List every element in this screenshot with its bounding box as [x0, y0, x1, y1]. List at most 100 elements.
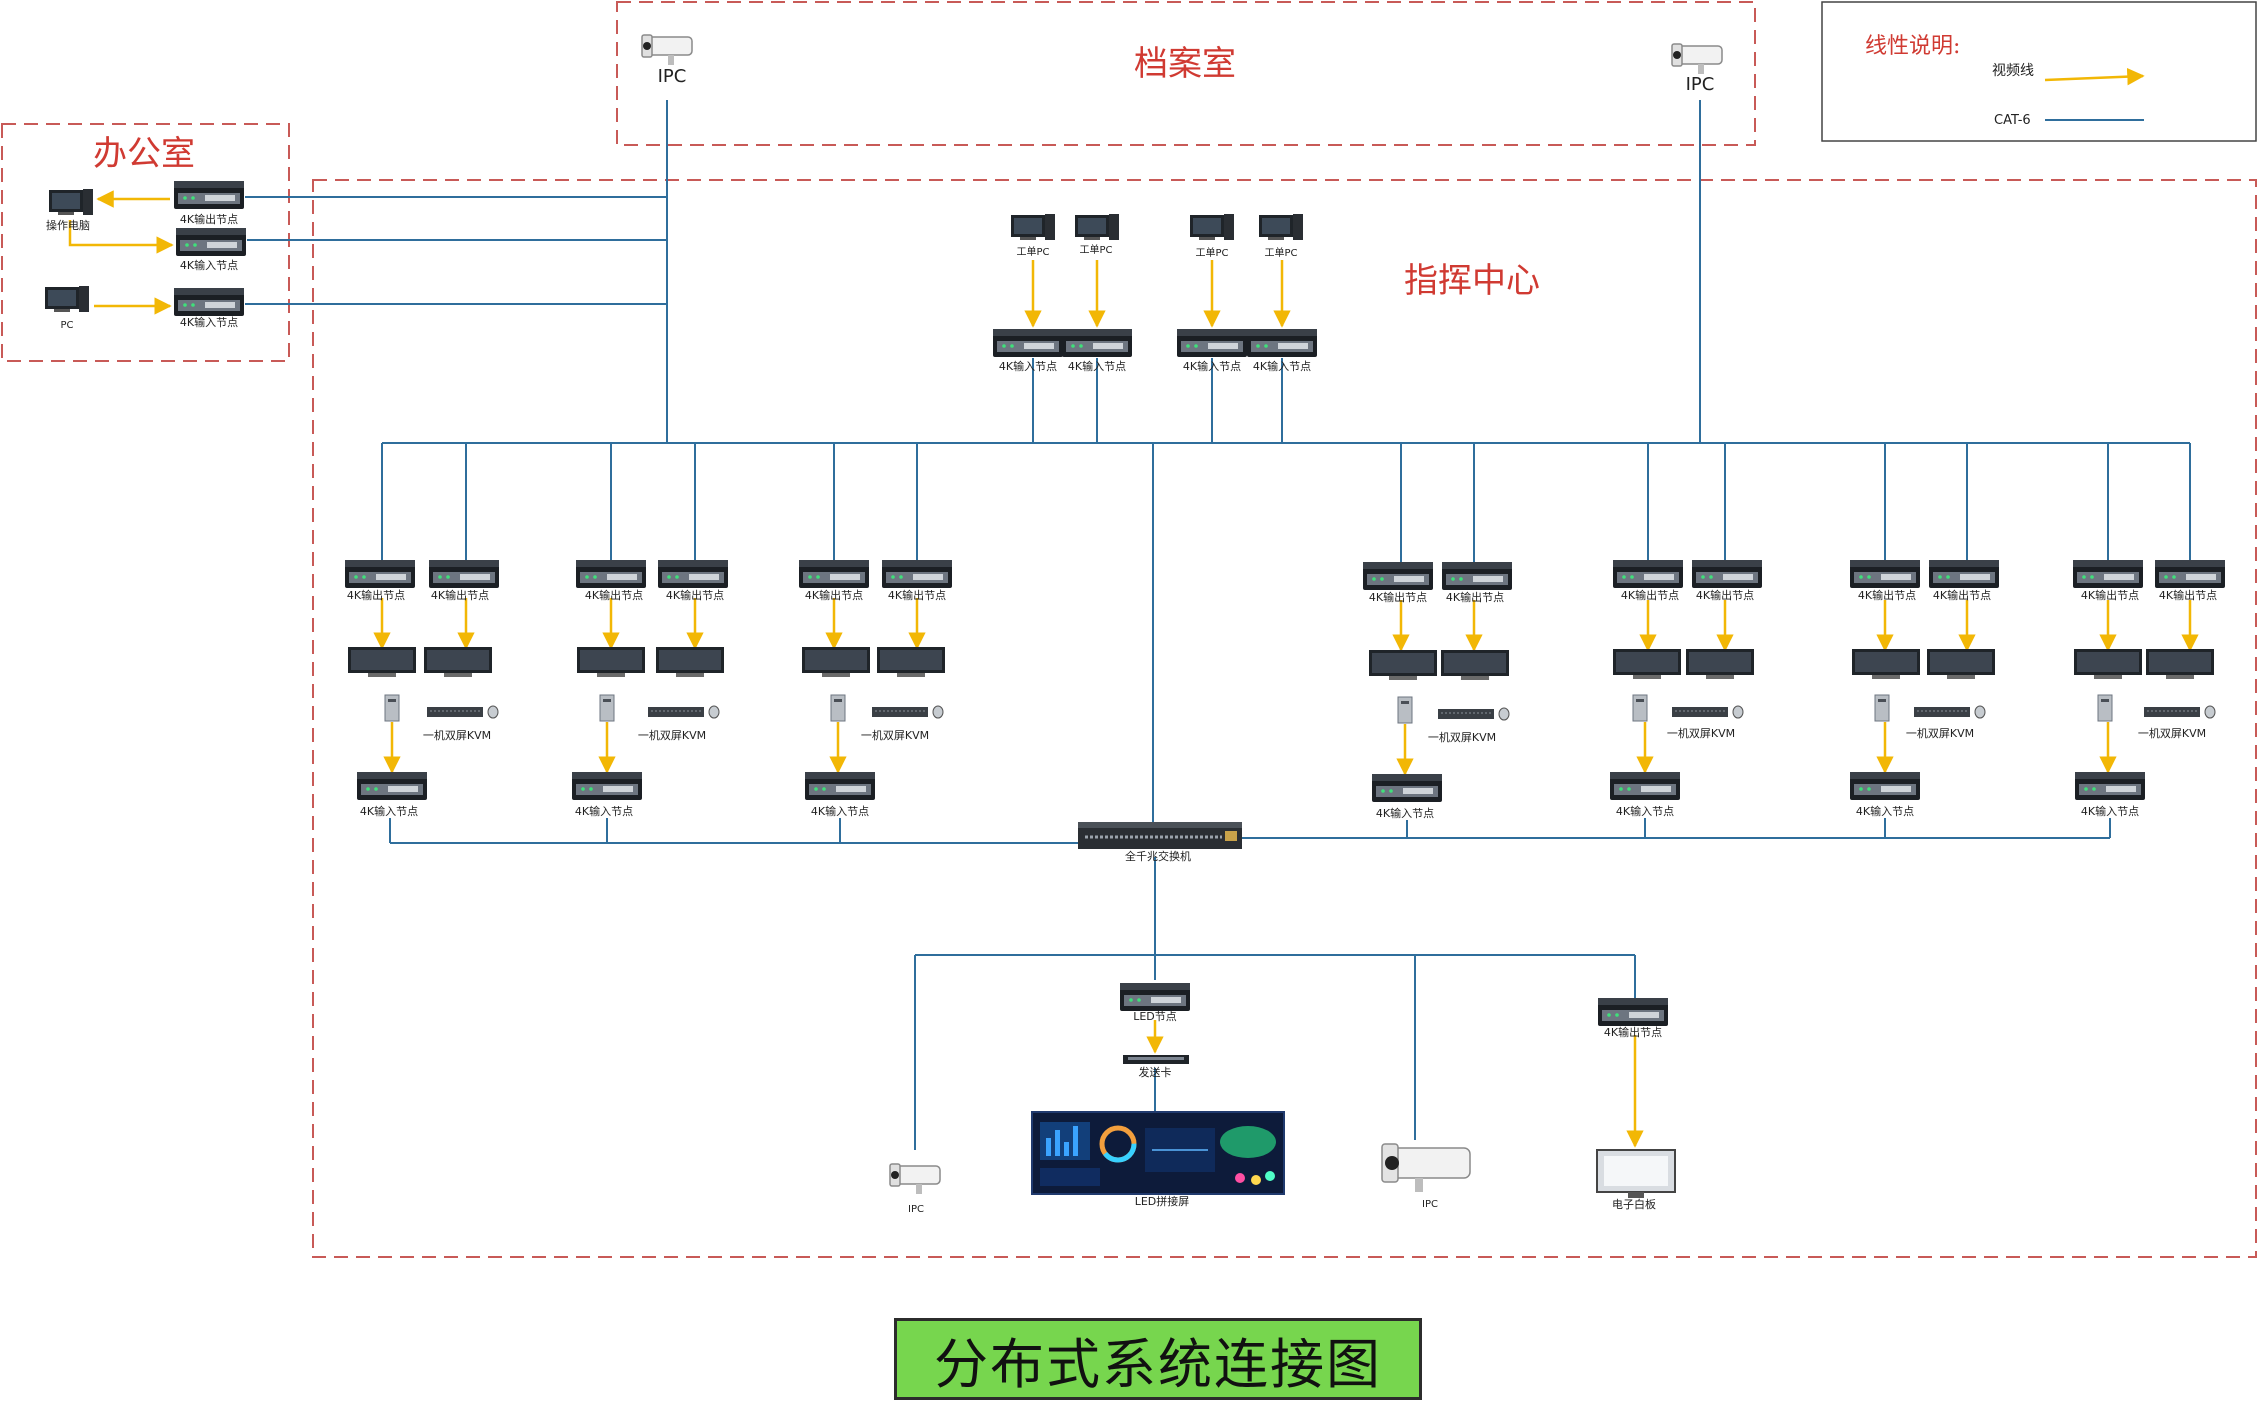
out-node-label: 4K输出节点: [1933, 588, 1991, 602]
encoder-node-icon: [1120, 983, 1190, 1011]
encoder-node-icon: [805, 772, 875, 800]
encoder-node-icon: [1062, 329, 1132, 357]
workstation-group-5: 4K输出节点 4K输出节点 一机双屏KVM 4K输入节点: [1610, 560, 1762, 818]
out-node-label: 4K输出节点: [2159, 588, 2217, 602]
legend-video-label: 视频线: [1992, 63, 2034, 79]
network-switch-icon: [1078, 822, 1242, 849]
ipc-label-bottom-left: IPC: [908, 1204, 924, 1215]
work-pc-label-3: 工单PC: [1195, 247, 1228, 259]
encoder-node-icon: [1247, 329, 1317, 357]
ipc-camera-icon: [1381, 1143, 1471, 1192]
out-node-label: 4K输出节点: [1369, 590, 1427, 604]
encoder-node-icon: [993, 329, 1063, 357]
desktop-pc-icon: [49, 189, 93, 215]
work-pc-label-4: 工单PC: [1264, 247, 1297, 259]
encoder-node-icon: [357, 772, 427, 800]
workstation-group-6: 4K输出节点 4K输出节点 一机双屏KVM 4K输入节点: [1850, 560, 1999, 818]
ipc-camera-icon: [641, 34, 693, 66]
in-node-label: 4K输入节点: [1856, 804, 1914, 818]
legend-box: [1821, 1, 2257, 142]
ipc-camera-icon: [1671, 43, 1723, 75]
work-pc-label-2: 工单PC: [1079, 244, 1112, 256]
encoder-node-icon: [2155, 560, 2225, 588]
pc-tower-icon: [384, 694, 400, 722]
ipc-camera-icon: [889, 1163, 941, 1195]
out-node-label: 4K输出节点: [2081, 588, 2139, 602]
encoder-node-icon: [882, 560, 952, 588]
monitor-icon: [2074, 649, 2142, 679]
encoder-node-icon: [572, 772, 642, 800]
out-node-label: 4K输出节点: [1446, 590, 1504, 604]
led-screen-icon: [1031, 1111, 1285, 1195]
workstation-group-2: 4K输出节点 4K输出节点 一机双屏KVM 4K输入节点: [572, 560, 728, 818]
pc-tower-icon: [830, 694, 846, 722]
out-node-label: 4K输出节点: [347, 588, 405, 602]
encoder-node-icon: [176, 228, 246, 256]
monitor-icon: [1613, 649, 1681, 679]
ipc-label-bottom-mid: IPC: [1422, 1199, 1438, 1210]
ipc-label-archive-left: IPC: [658, 66, 687, 87]
encoder-node-icon: [1610, 772, 1680, 800]
footer-title: 分布式系统连接图: [934, 1332, 1382, 1396]
encoder-node-icon: [1442, 562, 1512, 590]
encoder-node-icon: [2073, 560, 2143, 588]
encoder-node-icon: [1598, 998, 1668, 1026]
keyboard-icon: [2143, 705, 2216, 719]
desktop-pc-icon: [1075, 214, 1119, 240]
encoder-node-icon: [345, 560, 415, 588]
desktop-pc-icon: [1259, 214, 1303, 240]
video-lines: [68, 190, 2199, 1148]
workstation-group-1: 4K输出节点 4K输出节点 一机双屏KVM 4K输入节点: [345, 560, 499, 818]
legend-cat6-label: CAT-6: [1994, 113, 2031, 128]
command-zone-label: 指挥中心: [1404, 261, 1540, 301]
monitor-icon: [424, 647, 492, 677]
desktop-pc-icon: [1190, 214, 1234, 240]
encoder-node-icon: [658, 560, 728, 588]
desktop-pc-icon: [45, 286, 89, 312]
pc-tower-icon: [1874, 694, 1890, 722]
sender-card-label: 发送卡: [1139, 1065, 1172, 1079]
kvm-label: 一机双屏KVM: [861, 728, 929, 742]
sender-card-icon: [1123, 1055, 1189, 1064]
monitor-icon: [1441, 650, 1509, 680]
monitor-icon: [877, 647, 945, 677]
monitor-icon: [656, 647, 724, 677]
pc-tower-icon: [2097, 694, 2113, 722]
led-screen-label: LED拼接屏: [1135, 1194, 1190, 1208]
pc-tower-icon: [599, 694, 615, 722]
monitor-icon: [802, 647, 870, 677]
desktop-pc-icon: [1011, 214, 1055, 240]
top-in-node-label-1: 4K输入节点: [999, 359, 1057, 373]
work-pc-group: 工单PC 工单PC 工单PC 工单PC 4K输入节点 4K输入节点 4K输入节点…: [993, 214, 1317, 373]
legend-video-line: [2044, 67, 2145, 86]
monitor-icon: [577, 647, 645, 677]
monitor-icon: [1927, 649, 1995, 679]
monitor-icon: [1852, 649, 1920, 679]
in-node-label: 4K输入节点: [811, 804, 869, 818]
in-node-label: 4K输入节点: [360, 804, 418, 818]
workstation-group-4: 4K输出节点 4K输出节点 一机双屏KVM 4K输入节点: [1363, 562, 1512, 820]
out-node-label: 4K输出节点: [585, 588, 643, 602]
office-pc-label: PC: [60, 320, 73, 331]
archive-zone: [616, 1, 1756, 146]
out-node-label: 4K输出节点: [805, 588, 863, 602]
encoder-node-icon: [174, 288, 244, 316]
switch-label: 全千兆交换机: [1125, 849, 1191, 863]
monitor-icon: [1369, 650, 1437, 680]
encoder-node-icon: [1692, 560, 1762, 588]
top-in-node-label-3: 4K输入节点: [1183, 359, 1241, 373]
out-node-label: 4K输出节点: [1696, 588, 1754, 602]
out-node-label: 4K输出节点: [1858, 588, 1916, 602]
whiteboard-icon: [1596, 1149, 1676, 1198]
encoder-node-icon: [2075, 772, 2145, 800]
keyboard-icon: [426, 705, 499, 719]
kvm-label: 一机双屏KVM: [423, 728, 491, 742]
keyboard-icon: [1913, 705, 1986, 719]
ipc-label-archive-right: IPC: [1686, 74, 1715, 95]
footer-title-box: 分布式系统连接图: [894, 1318, 1422, 1400]
pc-tower-icon: [1397, 696, 1413, 724]
archive-zone-label: 档案室: [1134, 44, 1236, 84]
encoder-node-icon: [429, 560, 499, 588]
keyboard-icon: [647, 705, 720, 719]
